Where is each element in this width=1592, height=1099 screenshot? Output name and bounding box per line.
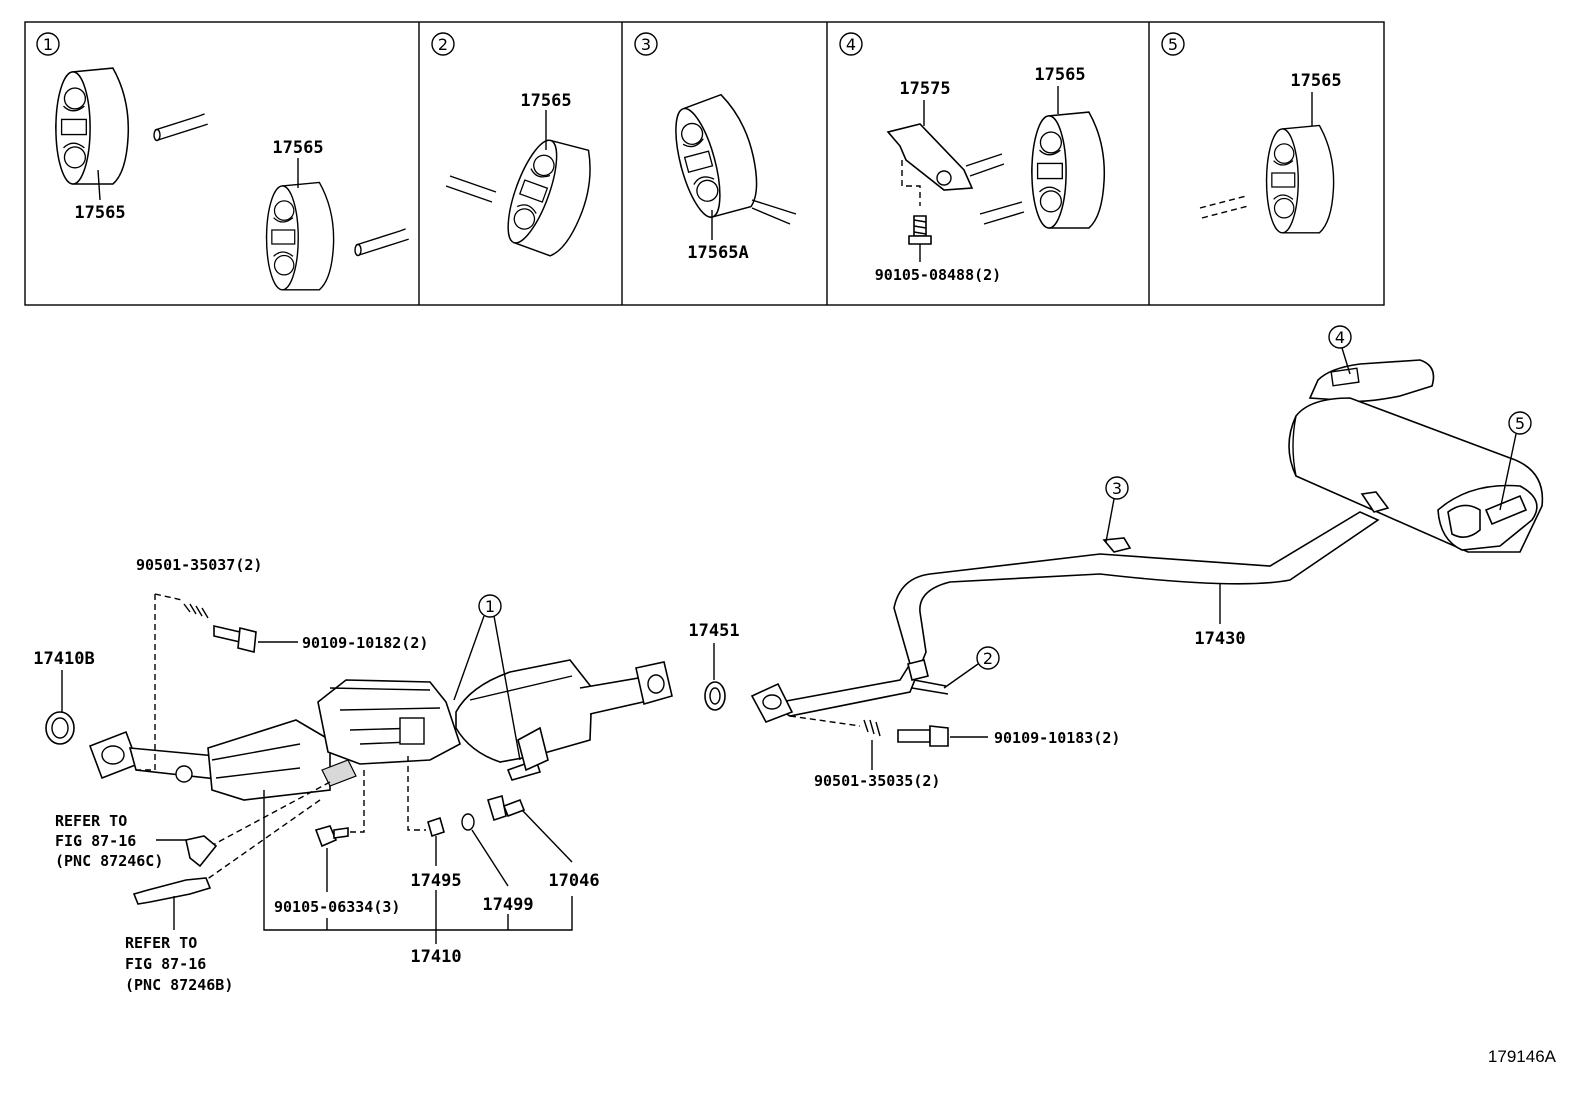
refer-c-line2: FIG 87-16 bbox=[55, 832, 136, 850]
panel-3-label: 17565A bbox=[687, 243, 748, 263]
hanger-rod-icon bbox=[354, 227, 413, 257]
callout-5: 5 bbox=[1515, 414, 1525, 433]
gasket-17410b: 17410B bbox=[33, 649, 95, 745]
callout-3: 3 bbox=[1112, 479, 1122, 498]
label-sensor-plug: 17495 bbox=[410, 871, 461, 891]
label-sensor: 17046 bbox=[548, 871, 599, 891]
hanger-icon bbox=[265, 181, 335, 291]
refer-c-line3: (PNC 87246C) bbox=[55, 852, 163, 870]
panel-4-label-hanger: 17565 bbox=[1034, 65, 1085, 85]
main-callouts: 1 2 3 4 5 17430 bbox=[453, 325, 1532, 761]
panel-2-label: 17565 bbox=[520, 91, 571, 111]
label-bolt-mid: 90109-10183(2) bbox=[994, 729, 1120, 747]
callout-1: 1 bbox=[485, 597, 495, 616]
label-spring-front: 90501-35037(2) bbox=[136, 556, 262, 574]
label-gasket-ring: 17499 bbox=[482, 895, 533, 915]
label-pipe-front: 17410 bbox=[410, 947, 461, 967]
panel-1-number: 1 bbox=[43, 35, 53, 54]
callout-2: 2 bbox=[983, 649, 993, 668]
bolt-icon bbox=[908, 215, 932, 245]
hanger-icon bbox=[55, 67, 130, 185]
hanger-icon bbox=[497, 130, 604, 262]
panel-4-number: 4 bbox=[846, 35, 856, 54]
refer-b-line1: REFER TO bbox=[125, 934, 197, 952]
panel-3-number: 3 bbox=[641, 35, 651, 54]
label-gasket-front: 17410B bbox=[33, 649, 94, 669]
panel-4: 4 17575 90105-08488(2) 17565 bbox=[839, 32, 1106, 284]
label-bolt-small: 90105-06334(3) bbox=[274, 898, 400, 916]
gasket-17451: 17451 bbox=[688, 621, 740, 711]
refer-notes: REFER TO FIG 87-16 (PNC 87246C) REFER TO… bbox=[55, 781, 331, 994]
panel-1: 1 17565 17565 bbox=[36, 32, 413, 291]
panel-2-number: 2 bbox=[438, 35, 448, 54]
tail-pipe-assembly bbox=[750, 359, 1544, 723]
bracket-icon bbox=[886, 123, 974, 191]
hanger-icon bbox=[1265, 124, 1335, 234]
panel-4-label-bolt: 90105-08488(2) bbox=[875, 266, 1001, 284]
panel-4-label-bracket: 17575 bbox=[899, 79, 950, 99]
label-bolt-front: 90109-10182(2) bbox=[302, 634, 428, 652]
diagram-id: 179146A bbox=[1488, 1047, 1557, 1066]
hanger-rod-icon bbox=[153, 112, 212, 142]
panel-5: 5 17565 bbox=[1161, 32, 1342, 234]
panel-2: 2 17565 bbox=[431, 32, 604, 262]
hanger-detail-panels bbox=[24, 21, 1385, 306]
label-pipe-tail: 17430 bbox=[1194, 629, 1245, 649]
panel-5-label: 17565 bbox=[1290, 71, 1341, 91]
hanger-icon bbox=[1031, 111, 1106, 229]
label-gasket-mid: 17451 bbox=[688, 621, 739, 641]
callout-4: 4 bbox=[1335, 328, 1345, 347]
panel-3: 3 17565A bbox=[634, 32, 797, 263]
panel-1-label-b: 17565 bbox=[272, 138, 323, 158]
panel-1-label-a: 17565 bbox=[74, 203, 125, 223]
refer-b-line3: (PNC 87246B) bbox=[125, 976, 233, 994]
hanger-icon bbox=[665, 89, 767, 223]
mid-spring-bolt: 90501-35035(2) 90109-10183(2) bbox=[789, 715, 1120, 790]
front-spring-bolt: 90501-35037(2) 90109-10182(2) bbox=[136, 556, 428, 771]
front-pipe-assembly bbox=[88, 659, 673, 801]
panel-5-number: 5 bbox=[1168, 35, 1178, 54]
label-spring-mid: 90501-35035(2) bbox=[814, 772, 940, 790]
refer-b-line2: FIG 87-16 bbox=[125, 955, 206, 973]
refer-c-line1: REFER TO bbox=[55, 812, 127, 830]
front-small-parts: 90105-06334(3) 17495 17499 17046 17410 bbox=[263, 756, 600, 967]
